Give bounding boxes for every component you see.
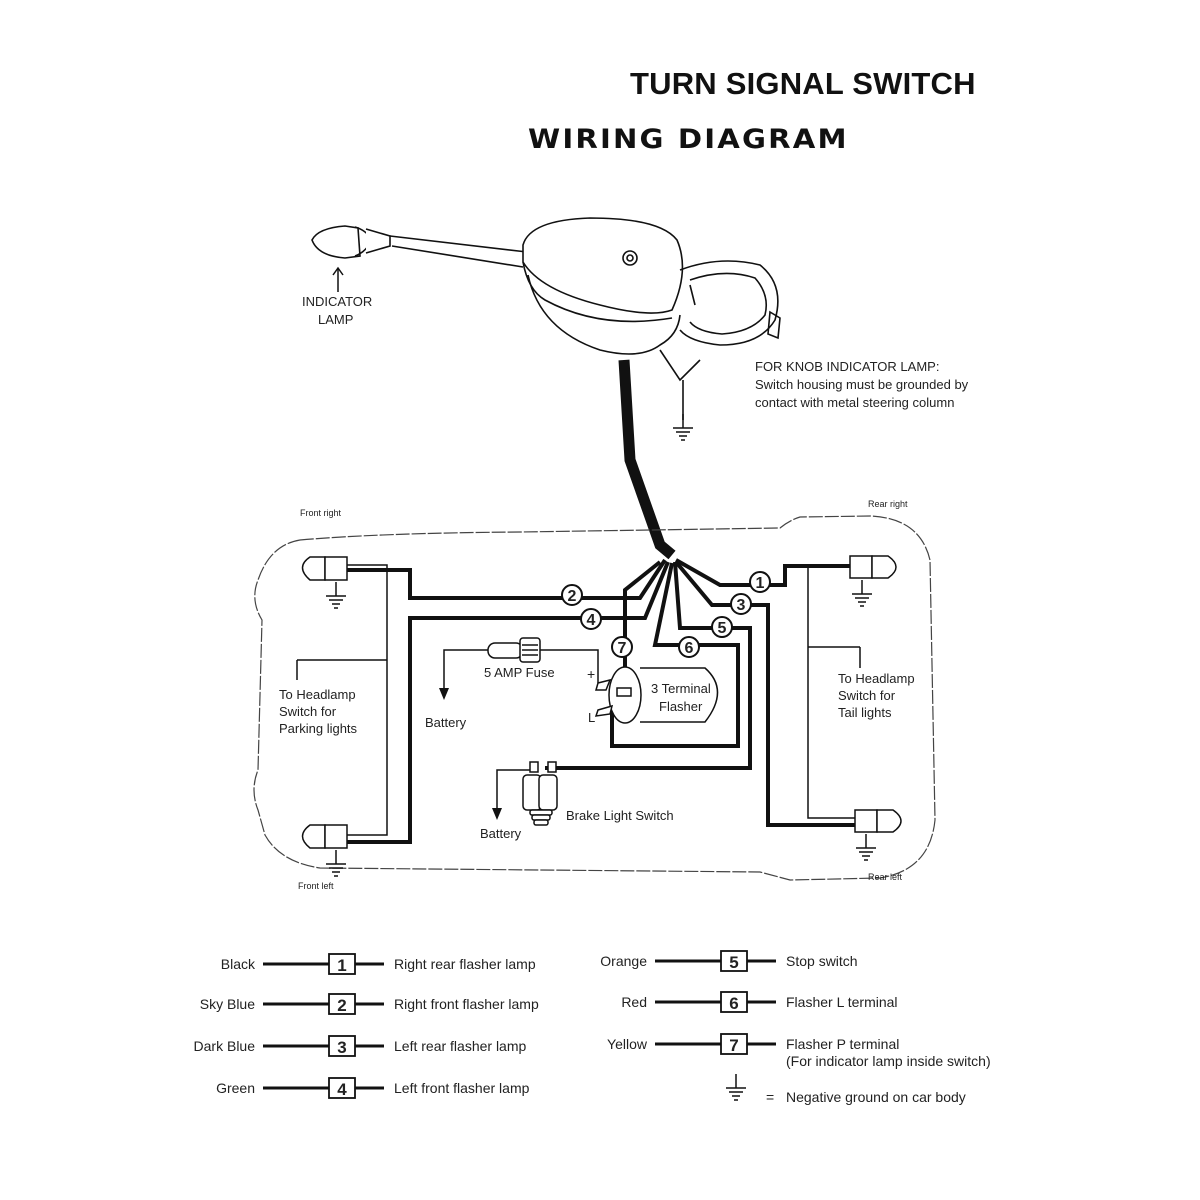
car-outline: [253, 515, 936, 881]
legend-number: 6: [729, 994, 738, 1013]
front-left-label: Front left: [298, 881, 334, 891]
knob-note-line3: contact with metal steering column: [755, 395, 954, 410]
legend-desc: Left front flasher lamp: [394, 1080, 530, 1096]
legend-row: Red 6 Flasher L terminal: [621, 991, 898, 1013]
flasher-unit: [594, 666, 719, 724]
legend-number: 1: [337, 956, 346, 975]
legend-row: Black 1 Right rear flasher lamp: [221, 953, 536, 975]
ground-icon: [325, 581, 347, 609]
battery-arrow-icon: [439, 688, 449, 700]
tail-note-1: To Headlamp: [838, 671, 915, 686]
rear-right-label: Rear right: [868, 499, 908, 509]
legend-desc-2: (For indicator lamp inside switch): [786, 1053, 991, 1069]
legend-row: Green 4 Left front flasher lamp: [216, 1077, 530, 1099]
legend-color: Dark Blue: [194, 1038, 256, 1054]
rear-left-label: Rear left: [868, 872, 903, 882]
wire-number: 1: [756, 575, 765, 592]
ground-icon: [855, 833, 877, 861]
knob-note-line1: FOR KNOB INDICATOR LAMP:: [755, 359, 939, 374]
flasher-plus: +: [587, 666, 595, 682]
legend-row: Sky Blue 2 Right front flasher lamp: [200, 993, 539, 1015]
legend-desc: Right rear flasher lamp: [394, 956, 536, 972]
wire-marker-5: 5: [711, 616, 733, 638]
legend-color: Green: [216, 1080, 255, 1096]
legend-row: Dark Blue 3 Left rear flasher lamp: [194, 1035, 526, 1057]
wire-marker-1: 1: [749, 571, 771, 593]
tail-note-2: Switch for: [838, 688, 896, 703]
parking-note-1: To Headlamp: [279, 687, 356, 702]
legend-desc: Left rear flasher lamp: [394, 1038, 526, 1054]
indicator-lamp-label: INDICATOR: [302, 294, 372, 309]
legend-color: Black: [221, 956, 256, 972]
fuse-label: 5 AMP Fuse: [484, 665, 555, 680]
legend-number: 4: [337, 1080, 347, 1099]
wire-number: 2: [568, 588, 577, 605]
ground-icon: [851, 579, 873, 607]
parking-note-2: Switch for: [279, 704, 337, 719]
parking-note-3: Parking lights: [279, 721, 358, 736]
knob-note-line2: Switch housing must be grounded by: [755, 377, 969, 392]
flasher-label-1: 3 Terminal: [651, 681, 711, 696]
brake-light-switch-icon: [522, 761, 558, 826]
thick-wires: [347, 558, 855, 844]
legend-color: Yellow: [607, 1036, 648, 1052]
wire-marker-7: 7: [611, 636, 633, 658]
battery-label: Battery: [425, 715, 467, 730]
ground-eq: =: [766, 1089, 774, 1105]
lamp-front-right: [301, 556, 348, 581]
legend-number: 2: [337, 996, 346, 1015]
legend-ground-row: = Negative ground on car body: [725, 1073, 966, 1105]
legend-desc: Flasher L terminal: [786, 994, 898, 1010]
wire-number: 6: [685, 640, 694, 657]
flasher-label-2: Flasher: [659, 699, 703, 714]
legend-color: Sky Blue: [200, 996, 255, 1012]
legend-number: 3: [337, 1038, 346, 1057]
legend-color: Red: [621, 994, 647, 1010]
legend-color: Orange: [600, 953, 647, 969]
thin-wires: [296, 564, 861, 836]
legend-desc: Right front flasher lamp: [394, 996, 539, 1012]
diagram-title: TURN SIGNAL SWITCH: [630, 66, 976, 101]
lamp-rear-right: [849, 555, 897, 579]
legend-desc: Flasher P terminal: [786, 1036, 899, 1052]
flasher-l: L: [588, 710, 595, 725]
legend-number: 5: [729, 953, 738, 972]
wire-number: 7: [618, 640, 627, 657]
diagram-subtitle: WIRING DIAGRAM: [528, 124, 849, 155]
wire-number: 4: [587, 612, 596, 629]
ground-icon: [325, 849, 347, 877]
tail-note-3: Tail lights: [838, 705, 892, 720]
lamp-front-left: [301, 824, 348, 849]
wire-marker-3: 3: [730, 593, 752, 615]
legend-desc: Stop switch: [786, 953, 858, 969]
indicator-lamp-label-2: LAMP: [318, 312, 353, 327]
wire-harness: [618, 359, 676, 560]
wire-number-markers: 1 2 3 4 5 6 7: [561, 571, 771, 658]
ground-icon: [725, 1073, 747, 1101]
battery-label-2: Battery: [480, 826, 522, 841]
indicator-arrow-icon: [332, 266, 344, 292]
front-right-label: Front right: [300, 508, 342, 518]
wire-marker-2: 2: [561, 584, 583, 606]
battery-arrow-icon: [492, 808, 502, 820]
ground-desc: Negative ground on car body: [786, 1089, 966, 1105]
fuse-icon: [487, 637, 541, 663]
turn-signal-switch: [311, 217, 781, 420]
lamp-rear-left: [854, 809, 902, 833]
legend-number: 7: [729, 1036, 738, 1055]
wire-marker-6: 6: [678, 636, 700, 658]
legend-row: Orange 5 Stop switch: [600, 950, 858, 972]
wire-marker-4: 4: [580, 608, 602, 630]
wire-number: 3: [737, 597, 746, 614]
legend-row: Yellow 7 Flasher P terminal(For indicator …: [607, 1033, 991, 1069]
wire-number: 5: [718, 620, 727, 637]
brake-switch-label: Brake Light Switch: [566, 808, 674, 823]
ground-icon: [672, 413, 694, 441]
